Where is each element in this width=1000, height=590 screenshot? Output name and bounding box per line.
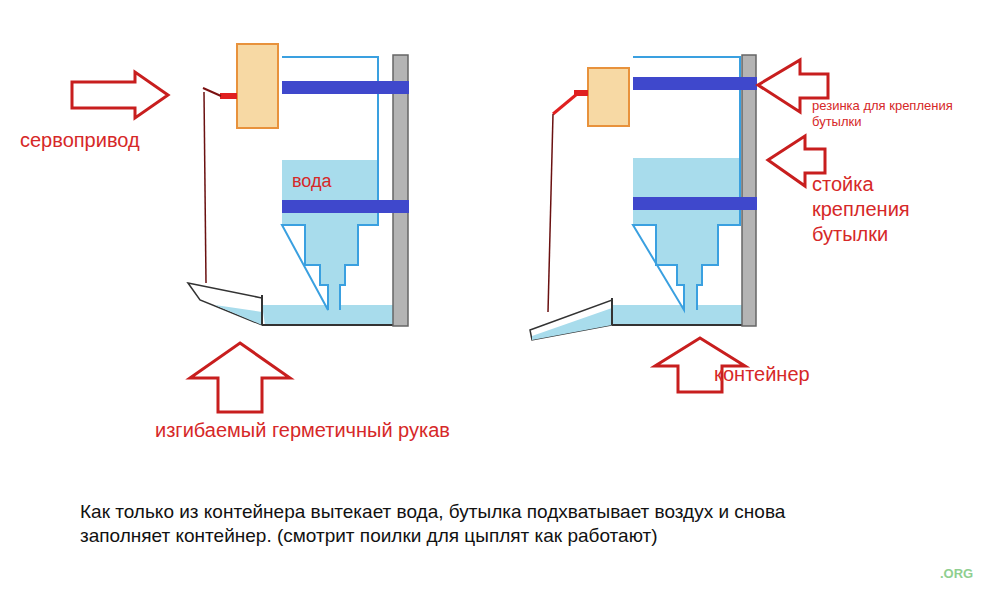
part-label: изгибаемый герметичный рукав <box>155 418 535 443</box>
part-label: стойка крепления бутылки <box>812 172 942 247</box>
part-label: вода <box>292 170 372 193</box>
part-label: контейнер <box>714 362 874 387</box>
right-feeder <box>530 55 757 340</box>
caption: Как только из контейнера вытекает вода, … <box>80 500 880 548</box>
left-feeder <box>188 44 409 326</box>
watermark: .ORG <box>940 566 996 582</box>
callout-arrows <box>72 60 828 412</box>
part-label: резинка для крепления бутылки <box>812 98 992 131</box>
part-label: сервопривод <box>20 128 220 153</box>
